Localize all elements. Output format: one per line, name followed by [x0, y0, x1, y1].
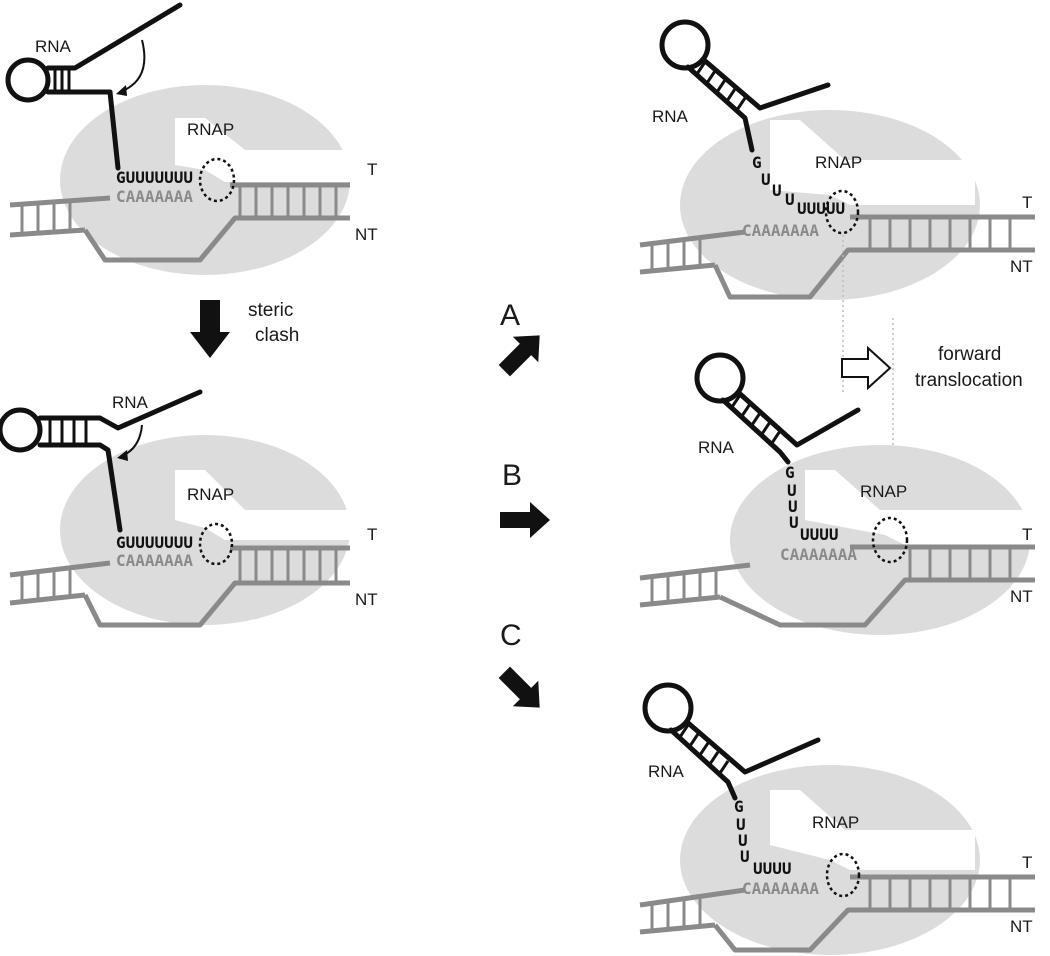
rnap-label: RNAP — [860, 482, 907, 501]
template-strand-label: T — [1022, 193, 1032, 212]
rnap-label: RNAP — [812, 813, 859, 832]
panel-clash: RNA RNAP GUUUUUUU CAAAAAAA T NT — [0, 389, 378, 628]
dna-template-sequence: CAAAAAAA — [742, 879, 819, 898]
rna-tail: UUUU — [753, 859, 792, 878]
forward-translocation-label: forward — [938, 344, 1001, 365]
active-site-marker — [198, 522, 234, 566]
dna-duplex — [9, 182, 350, 263]
template-strand-label: T — [1022, 853, 1032, 872]
rna-g: G — [785, 463, 795, 482]
rna-u: U — [785, 190, 795, 209]
rna-u: U — [736, 815, 746, 834]
dna-template-sequence: CAAAAAAA — [116, 187, 193, 206]
nontemplate-strand-label: NT — [1010, 587, 1033, 606]
rna-sequence: GUUUUUUU — [116, 533, 193, 552]
rna-u: U — [761, 170, 771, 189]
rna-label: RNA — [698, 438, 735, 457]
rna-g: G — [734, 797, 744, 816]
pathway-c-label: C — [500, 619, 522, 652]
arrow-c-icon — [498, 666, 540, 708]
rna-label: RNA — [35, 37, 72, 56]
rna-tail: UUUUU — [797, 199, 845, 218]
rna-tail: UUUU — [800, 525, 839, 544]
rna-g: G — [752, 153, 762, 172]
dna-duplex — [639, 214, 1035, 300]
active-site-marker — [824, 189, 860, 235]
dna-duplex — [639, 874, 1035, 953]
arrow-a-icon — [498, 335, 540, 377]
forward-translocation-label-2: translocation — [915, 370, 1023, 391]
dna-template-sequence: CAAAAAAA — [116, 551, 193, 570]
arrow-b-icon — [500, 502, 550, 538]
steric-clash-label: steric — [248, 300, 293, 321]
rna-u: U — [740, 847, 750, 866]
steric-clash-label-2: clash — [255, 325, 299, 346]
rnap-label: RNAP — [815, 153, 862, 172]
panel-pathway-b: RNA RNAP G U U U UUUU CAAAAAAA T NT — [639, 352, 1035, 635]
rna-u: U — [772, 181, 782, 200]
nontemplate-strand-label: NT — [355, 225, 378, 244]
nontemplate-strand-label: NT — [1010, 917, 1033, 936]
dna-duplex — [639, 544, 1035, 628]
forward-arrow-icon — [841, 345, 892, 391]
rna-sequence: GUUUUUUU — [116, 168, 193, 187]
rna-label: RNA — [112, 393, 149, 412]
rna-u: U — [738, 831, 748, 850]
dna-template-sequence: CAAAAAAA — [780, 545, 857, 564]
dna-template-sequence: CAAAAAAA — [742, 221, 819, 240]
panel-initial: RNA RNAP GUUUUUUU CAAAAAAA T NT — [5, 2, 378, 275]
steric-clash-arrow — [190, 300, 230, 358]
rnap-body — [60, 85, 350, 275]
rna-u: U — [788, 497, 798, 516]
rna-label: RNA — [652, 107, 689, 126]
panel-pathway-c: RNA RNAP G U U U UUUU CAAAAAAA T NT — [639, 682, 1035, 955]
rna-hairpin — [5, 2, 183, 171]
template-strand-label: T — [1022, 525, 1032, 544]
rna-hairpin — [659, 19, 831, 153]
rna-u: U — [787, 481, 797, 500]
active-site-marker — [825, 852, 861, 898]
rna-hairpin — [694, 352, 861, 465]
nontemplate-strand-label: NT — [355, 590, 378, 609]
panel-pathway-a: RNA RNAP G U U U UUUUU CAAAAAAA T NT — [639, 19, 1035, 300]
active-site-marker — [198, 157, 236, 203]
nontemplate-strand-label: NT — [1010, 257, 1033, 276]
rna-hairpin — [0, 389, 203, 533]
rnap-label: RNAP — [187, 485, 234, 504]
active-site-marker — [871, 516, 909, 564]
rnap-label: RNAP — [187, 120, 234, 139]
pathway-b-label: B — [502, 459, 522, 492]
pathway-a-label: A — [500, 299, 520, 332]
rna-u: U — [789, 513, 799, 532]
rna-hairpin — [642, 682, 821, 801]
rnap-body — [730, 445, 1030, 635]
dna-duplex — [9, 545, 350, 628]
rna-label: RNA — [648, 762, 685, 781]
template-strand-label: T — [367, 525, 377, 544]
template-strand-label: T — [367, 160, 377, 179]
rnap-body — [60, 435, 350, 625]
